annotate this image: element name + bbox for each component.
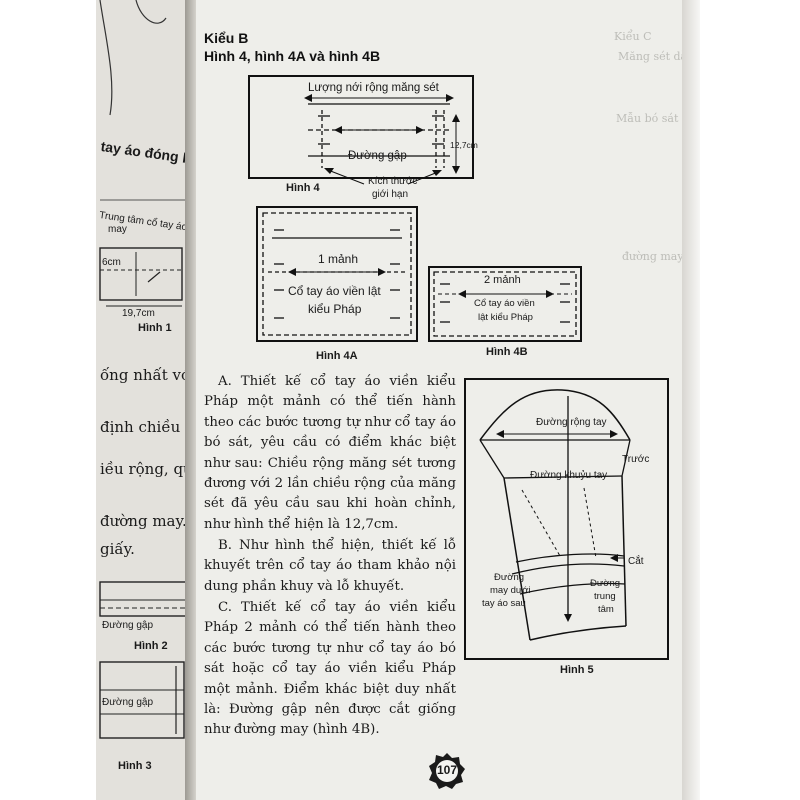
left-line-1: ống nhất với (100, 366, 189, 384)
right-page: Kiểu C Măng sét dài, bó sát Mẫu bó sát đ… (196, 0, 696, 800)
paragraph-a: A. Thiết kế cổ tay áo viền kiểu Pháp một… (204, 374, 456, 532)
fig5-cut: Cắt (628, 556, 644, 567)
fig4-caption: Hình 4 (286, 182, 320, 194)
ghost-line-2: Mẫu bó sát (616, 112, 679, 125)
section-title: Kiểu B (204, 30, 249, 46)
fig4a-caption: Hình 4A (316, 350, 358, 362)
fig4b-name-line2: lật kiểu Pháp (478, 312, 533, 323)
paragraph-c: C. Thiết kế cổ tay áo viền kiểu Pháp 2 m… (204, 600, 456, 738)
fig5-center-2: trung (594, 591, 616, 602)
left-fold-3: Đường gập (102, 697, 154, 708)
left-fold-2: Đường gập (102, 620, 154, 631)
fig4-limit-label-1: Kích thước (368, 176, 418, 187)
figure-4b (428, 266, 582, 342)
left-caption-2: Hình 2 (134, 640, 168, 652)
fig4-fold-label: Đường gập (348, 150, 407, 162)
left-caption-3: Hình 3 (118, 760, 152, 772)
left-line-5: giấy. (100, 540, 135, 558)
left-caption-1: Hình 1 (138, 322, 172, 334)
page-edge-shadow (682, 0, 700, 800)
fig5-sleeve-width: Đường rộng tay (536, 417, 607, 428)
ghost-header: Kiểu C (614, 30, 652, 43)
left-line-4: đường may. (100, 512, 187, 530)
fig5-center-3: tâm (598, 604, 614, 615)
page-number-badge (429, 753, 465, 789)
page-number: 107 (437, 763, 458, 777)
fig4-top-label: Lượng nới rộng măng sét (308, 82, 439, 94)
left-cm-large: 19,7cm (122, 308, 155, 319)
paragraph-b: B. Như hình thể hiện, thiết kế lỗ khuyết… (204, 538, 456, 594)
fig4-limit-label-2: giới hạn (372, 189, 409, 200)
ghost-line-3: đường may (622, 250, 684, 263)
left-page-figures (99, 0, 188, 739)
fig5-center-1: Đường (590, 578, 621, 589)
figure-5 (464, 378, 669, 660)
fig5-elbow: Đường khuỷu tay (530, 470, 608, 481)
ghost-line-1: Măng sét dài, bó sát (618, 50, 696, 63)
fig5-front: Trước (622, 454, 650, 465)
left-cm-small: 6cm (102, 257, 121, 268)
figure-4 (248, 75, 474, 185)
fig5-seam-2: may dưới (490, 585, 531, 596)
figure-heading: Hình 4, hình 4A và hình 4B (204, 48, 381, 64)
fig4a-name-line1: Cổ tay áo viền lật (288, 284, 381, 298)
fig5-seam-3: tay áo sau (482, 598, 526, 609)
fig5-caption: Hình 5 (560, 664, 594, 676)
figure-4a (256, 206, 418, 342)
fig4-height-label: 12,7cm (450, 140, 478, 150)
fig4b-caption: Hình 4B (486, 346, 528, 358)
fig4a-piece-label: 1 mảnh (318, 252, 359, 266)
left-line-2: định chiều r (100, 418, 189, 436)
left-line-3: iều rộng, qua (100, 460, 188, 478)
book-gutter (185, 0, 197, 800)
fig4b-name-line1: Cổ tay áo viền (474, 298, 535, 309)
fig4b-piece-label: 2 mảnh (484, 274, 521, 286)
fig4a-name-line2: kiểu Pháp (308, 302, 362, 316)
fig5-seam-1: Đường (494, 572, 525, 583)
left-page: tay áo đóng kín Trung tâm cổ tay áo may … (96, 0, 189, 800)
left-center-label-2: may (108, 224, 127, 235)
